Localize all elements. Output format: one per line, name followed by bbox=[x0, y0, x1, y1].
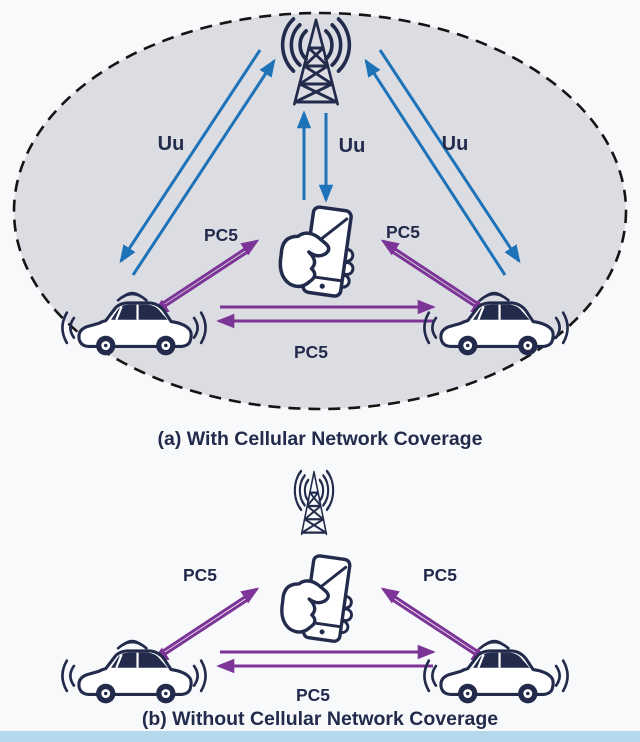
uu-link-tower-left-car bbox=[119, 49, 276, 276]
arrow-downlink-left bbox=[119, 49, 262, 264]
footer-strip bbox=[0, 731, 640, 742]
pc5-link-car-car-b bbox=[216, 644, 436, 674]
arrow-to-car-left bbox=[150, 249, 250, 316]
pc5-label-left-b: PC5 bbox=[183, 565, 217, 585]
uu-label-right: Uu bbox=[442, 133, 469, 155]
arrow-to-phone-left bbox=[162, 587, 260, 653]
pc5-label-bottom-b: PC5 bbox=[296, 685, 330, 705]
connected-car-icon-right-b bbox=[422, 639, 570, 705]
pc5-link-phone-left-car bbox=[150, 239, 260, 316]
caption-a: (a) With Cellular Network Coverage bbox=[158, 428, 483, 450]
pc5-link-phone-right-car-b bbox=[380, 587, 490, 664]
cell-tower-icon-b bbox=[293, 469, 335, 536]
pc5-link-phone-right-car bbox=[380, 239, 490, 316]
section-b: PC5 PC5 PC5 (b) Without Cellular Network… bbox=[60, 469, 570, 730]
uu-label-left: Uu bbox=[158, 133, 185, 155]
arrow-to-car-right bbox=[390, 597, 490, 664]
connected-car-icon-left-b bbox=[60, 639, 208, 705]
pc5-label-left: PC5 bbox=[204, 225, 238, 245]
arrow-downlink-right bbox=[378, 49, 521, 264]
arrow-uplink-right bbox=[364, 58, 507, 276]
arrow-to-car-left bbox=[150, 597, 250, 664]
arrow-to-phone-left bbox=[162, 239, 260, 305]
uu-link-tower-right-car bbox=[364, 49, 521, 276]
pc5-label-right: PC5 bbox=[386, 222, 420, 242]
caption-b: (b) Without Cellular Network Coverage bbox=[142, 708, 498, 730]
hand-phone-icon-b bbox=[276, 551, 361, 645]
arrow-to-car-right bbox=[390, 249, 490, 316]
section-a: Uu Uu Uu PC5 PC5 PC5 (a) With Cellular N… bbox=[12, 11, 628, 450]
arrow-to-phone-right bbox=[380, 587, 478, 653]
arrow-uplink-left bbox=[131, 58, 276, 276]
uu-label-center: Uu bbox=[339, 135, 366, 157]
pc5-link-car-car bbox=[216, 299, 436, 329]
pc5-label-right-b: PC5 bbox=[423, 565, 457, 585]
arrow-to-phone-right bbox=[380, 239, 478, 305]
pc5-link-phone-left-car-b bbox=[150, 587, 260, 664]
uu-link-tower-phone bbox=[296, 110, 334, 203]
pc5-label-bottom: PC5 bbox=[294, 342, 328, 362]
